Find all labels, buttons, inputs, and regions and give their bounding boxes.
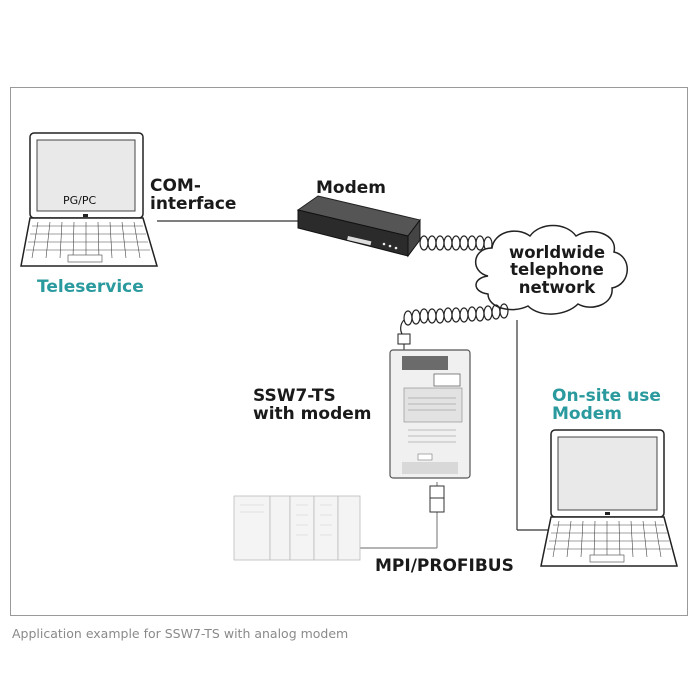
mpi-connector-icon xyxy=(429,485,445,513)
ssw7-label: SSW7-TS with modem xyxy=(253,386,372,424)
onsite-label: On-site use Modem xyxy=(552,386,661,424)
pg-pc-label: PG/PC xyxy=(63,194,97,207)
laptop-right-icon xyxy=(540,429,678,567)
ssw7-adapter-icon xyxy=(389,349,471,479)
figure-caption: Application example for SSW7-TS with ana… xyxy=(12,626,349,641)
plc-rack-icon xyxy=(233,495,361,561)
connector-icon xyxy=(397,333,411,345)
com-interface-label: COM- interface xyxy=(150,176,237,214)
coiled-cable-middle xyxy=(400,303,509,335)
modem-icon xyxy=(296,195,421,258)
teleservice-label: Teleservice xyxy=(37,277,144,297)
diagram-frame xyxy=(10,87,688,616)
modem-label: Modem xyxy=(316,178,387,198)
laptop-left-icon xyxy=(20,132,158,267)
coiled-cable-top xyxy=(419,235,493,252)
cloud-icon xyxy=(475,224,628,315)
network-label: worldwide telephone network xyxy=(508,243,606,297)
mpi-profibus-label: MPI/PROFIBUS xyxy=(375,556,514,576)
